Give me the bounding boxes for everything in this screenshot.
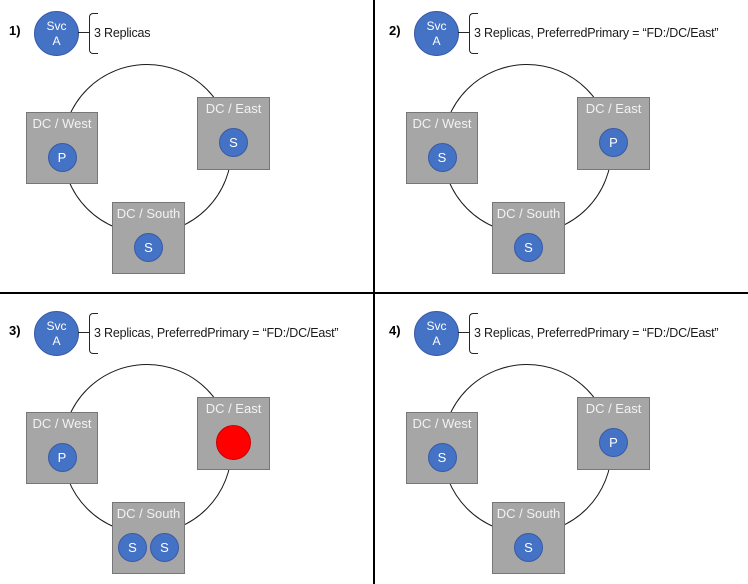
failed-replica-node [216,425,251,460]
replica-node: S [150,533,179,562]
replica-group: P [578,428,649,457]
replica-group: S [493,233,564,262]
dc-south-box: DC / South S [492,502,565,574]
replica-config-text: 3 Replicas, PreferredPrimary = “FD:/DC/E… [94,326,339,340]
dc-east-box: DC / East S [197,97,270,170]
replica-label: S [524,540,533,555]
replica-group: P [27,143,97,172]
replica-group: S [407,143,477,172]
replica-label: S [128,540,137,555]
replica-node: S [427,143,457,172]
replica-label: S [229,135,238,150]
replica-node: S [514,233,543,262]
dc-south-label: DC / South [116,206,181,221]
replica-node: S [134,233,163,262]
replica-group: P [578,128,649,157]
dc-east-label: DC / East [205,101,262,116]
scenario-number: 3) [9,323,21,338]
scenario-2-panel: 2) Svc A 3 Replicas, PreferredPrimary = … [375,0,748,294]
scenario-4-panel: 4) Svc A 3 Replicas, PreferredPrimary = … [375,294,748,584]
service-name-line1: Svc [426,319,447,334]
replica-group: S [493,533,564,562]
dc-south-box: DC / South S S [112,502,185,574]
replica-group [198,425,269,460]
replica-label: S [437,450,447,465]
replica-node: P [599,428,628,457]
dc-west-box: DC / West S [406,412,478,484]
scenario-2-content: 2) Svc A 3 Replicas, PreferredPrimary = … [380,0,748,292]
service-node: Svc A [414,311,459,356]
service-name-line1: Svc [426,19,447,34]
dc-east-label: DC / East [205,401,262,416]
dc-west-label: DC / West [412,416,472,431]
dc-west-label: DC / West [32,116,92,131]
scenario-number: 4) [389,323,401,338]
dc-west-box: DC / West P [26,112,98,184]
bracket-icon [89,13,98,54]
replica-label: S [144,240,153,255]
replica-label: P [57,150,67,165]
scenario-number: 2) [389,23,401,38]
replica-node: S [219,128,248,157]
scenario-number: 1) [9,23,21,38]
scenario-3-content: 3) Svc A 3 Replicas, PreferredPrimary = … [0,300,373,584]
service-name-line2: A [432,33,441,48]
scenario-3-panel: 3) Svc A 3 Replicas, PreferredPrimary = … [0,294,375,584]
replica-node: P [47,443,77,472]
service-node: Svc A [414,11,459,56]
service-node: Svc A [34,311,79,356]
dc-west-label: DC / West [412,116,472,131]
replica-label: S [437,150,447,165]
replica-node: S [427,443,457,472]
dc-east-box: DC / East P [577,397,650,470]
replica-label: P [57,450,67,465]
dc-east-label: DC / East [585,101,642,116]
replica-config-text: 3 Replicas [94,26,151,40]
connector-line [458,332,469,333]
dc-south-box: DC / South S [492,202,565,274]
dc-south-label: DC / South [496,206,561,221]
scenario-1-panel: 1) Svc A 3 Replicas DC / West P DC / Eas… [0,0,375,294]
service-name-line2: A [52,333,61,348]
dc-east-label: DC / East [585,401,642,416]
scenario-1-content: 1) Svc A 3 Replicas DC / West P DC / Eas… [0,0,373,292]
connector-line [78,32,89,33]
replica-label: P [609,435,618,450]
dc-east-box: DC / East P [577,97,650,170]
service-name-line1: Svc [46,19,67,34]
replica-config-text: 3 Replicas, PreferredPrimary = “FD:/DC/E… [474,326,719,340]
dc-west-box: DC / West P [26,412,98,484]
replica-node: S [514,533,543,562]
connector-line [458,32,469,33]
replica-label: S [524,240,533,255]
replica-group: S [407,443,477,472]
dc-east-box: DC / East [197,397,270,470]
replica-group: S [113,233,184,262]
replica-node: P [47,143,77,172]
connector-line [78,332,89,333]
bracket-icon [469,313,478,354]
replica-label: P [609,135,618,150]
replica-group: S [198,128,269,157]
bracket-icon [89,313,98,354]
replica-node: P [599,128,628,157]
replica-label: S [160,540,169,555]
service-name-line1: Svc [46,319,67,334]
dc-west-box: DC / West S [406,112,478,184]
service-name-line2: A [432,333,441,348]
service-name-line2: A [52,33,61,48]
replica-group: S S [113,533,184,562]
dc-south-label: DC / South [116,506,181,521]
replica-group: P [27,443,97,472]
dc-west-label: DC / West [32,416,92,431]
dc-south-box: DC / South S [112,202,185,274]
bracket-icon [469,13,478,54]
dc-south-label: DC / South [496,506,561,521]
service-node: Svc A [34,11,79,56]
replica-node: S [118,533,147,562]
replica-config-text: 3 Replicas, PreferredPrimary = “FD:/DC/E… [474,26,719,40]
scenario-4-content: 4) Svc A 3 Replicas, PreferredPrimary = … [380,300,748,584]
